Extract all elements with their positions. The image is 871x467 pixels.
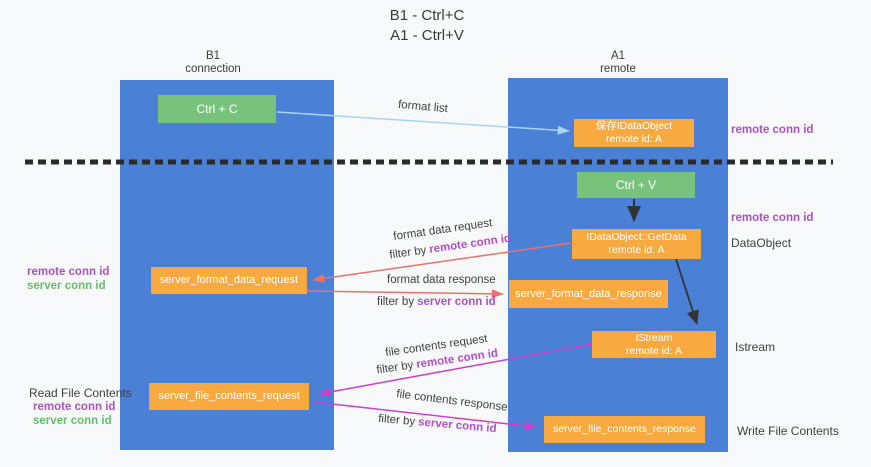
lane-a1-name: A1 <box>610 50 626 62</box>
node-saved-idataobject: 保存IDataObject remote id: A <box>574 119 694 147</box>
lane-header-b1: B1 connection <box>153 50 273 76</box>
title-line-2: A1 - Ctrl+V <box>390 27 464 44</box>
ctrl-c-label: Ctrl + C <box>196 101 238 116</box>
node-ctrl-c: Ctrl + C <box>158 95 276 123</box>
node-server-format-data-response: server_format_data_response <box>509 280 668 308</box>
filter-by-text-4: filter by <box>377 412 416 429</box>
lane-b1-name: B1 <box>205 50 221 62</box>
title-line-1: B1 - Ctrl+C <box>389 7 465 24</box>
right-remote-conn-id-top: remote conn id <box>731 124 814 136</box>
node-idataobject-getdata: IDataObject::GetData remote id: A <box>572 229 701 259</box>
istream-line1: IStream <box>635 331 673 344</box>
filter-by-text-2: filter by <box>377 296 415 308</box>
format-data-response-label: format data response <box>387 274 496 286</box>
file-contents-response-label: file contents response <box>395 388 509 414</box>
left-remote-conn-id-top: remote conn id <box>27 266 110 278</box>
ctrl-v-label: Ctrl + V <box>615 177 657 192</box>
getdata-line1: IDataObject::GetData <box>586 231 687 243</box>
node-istream: IStream remote id: A <box>592 331 716 358</box>
lane-a1-subtitle: remote <box>600 63 636 75</box>
node-ctrl-v: Ctrl + V <box>577 172 695 198</box>
left-server-conn-id-top: server conn id <box>27 280 106 292</box>
istream-line2: remote id: A <box>625 344 683 357</box>
write-file-contents-label: Write File Contents <box>737 424 839 438</box>
dataobject-label: DataObject <box>731 236 792 250</box>
read-file-contents-label: Read File Contents <box>29 386 132 400</box>
format-list-label: format list <box>397 98 449 116</box>
server-format-data-response-label: server_format_data_response <box>515 287 662 300</box>
filter-by-text-1: filter by <box>388 244 428 262</box>
left-server-conn-id-bottom: server conn id <box>33 415 112 427</box>
server-file-contents-request-label: server_file_contents_request <box>158 390 300 402</box>
node-server-file-contents-request: server_file_contents_request <box>149 383 309 410</box>
lane-header-a1: A1 remote <box>558 50 678 76</box>
filter-server-conn-id-2: server conn id <box>417 416 498 436</box>
getdata-line2: remote id: A <box>608 244 665 256</box>
node-server-file-contents-response: server_file_contents_response <box>544 416 705 443</box>
node-server-format-data-request: server_format_data_request <box>151 267 307 294</box>
saved-idataobject-line1: 保存IDataObject <box>595 120 673 132</box>
right-remote-conn-id-mid: remote conn id <box>731 212 814 224</box>
lane-b1-subtitle: connection <box>185 63 241 75</box>
istream-side-label: Istream <box>735 340 776 354</box>
filter-server-conn-id-1: server conn id <box>417 296 496 308</box>
saved-idataobject-line2: remote id: A <box>605 133 663 145</box>
format-data-response-arrow <box>306 289 504 299</box>
server-file-contents-response-label: server_file_contents_response <box>552 423 696 435</box>
server-format-data-request-label: server_format_data_request <box>159 274 299 286</box>
left-remote-conn-id-bottom: remote conn id <box>33 401 116 413</box>
diagram-title: B1 - Ctrl+C A1 - Ctrl+V <box>327 6 527 46</box>
filter-by-text-3: filter by <box>375 359 415 377</box>
